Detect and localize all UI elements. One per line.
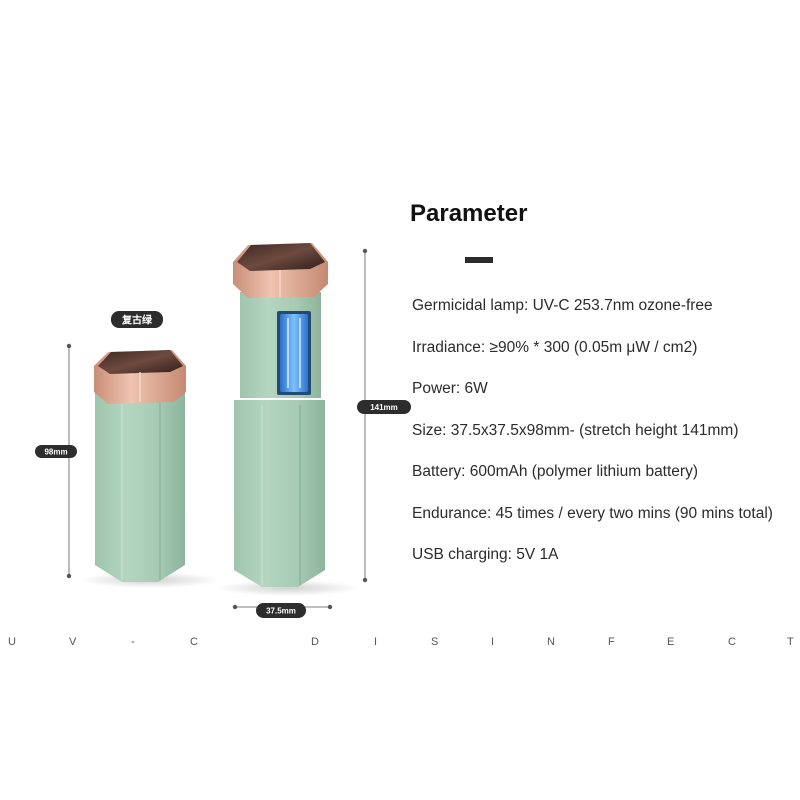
- dimension-stretch-height: 141mm: [357, 248, 411, 583]
- banner-letter: C: [728, 636, 736, 648]
- spec-item: Battery: 600mAh (polymer lithium battery…: [412, 463, 698, 480]
- title-underline: [465, 257, 493, 263]
- open-device-lower-body: [234, 400, 325, 587]
- spec-item: Power: 6W: [412, 380, 488, 397]
- stretch-height-label: 141mm: [370, 403, 398, 412]
- spec-item: USB charging: 5V 1A: [412, 546, 559, 563]
- spec-list: Germicidal lamp: UV-C 253.7nm ozone-free…: [412, 297, 773, 588]
- banner-letter: D: [311, 636, 319, 648]
- spec-item: Germicidal lamp: UV-C 253.7nm ozone-free: [412, 297, 713, 314]
- banner-letter: V: [69, 636, 77, 648]
- closed-height-label: 98mm: [44, 448, 67, 457]
- banner-letter: I: [374, 636, 378, 648]
- width-label: 37.5mm: [266, 607, 296, 616]
- open-device-cap-top: [237, 243, 325, 271]
- banner-letter: -: [131, 636, 135, 648]
- closed-device-cap-top: [98, 350, 183, 374]
- spec-item: Irradiance: ≥90% * 300 (0.05m μW / cm2): [412, 338, 698, 356]
- banner-letter: E: [667, 636, 675, 648]
- banner-letter: U: [8, 636, 16, 648]
- banner-letter: T: [787, 636, 794, 648]
- closed-device-body: [95, 392, 185, 582]
- banner-letter: C: [190, 636, 198, 648]
- closed-device: [94, 350, 186, 582]
- dimension-closed-height: 98mm: [35, 343, 77, 579]
- banner-letter: I: [491, 636, 495, 648]
- banner-letter: N: [547, 636, 555, 648]
- banner-letter: S: [431, 636, 439, 648]
- color-label-badge: 复古绿: [111, 311, 163, 328]
- uv-c-disinfect-banner: U V - C D I S I N F E C T: [0, 636, 800, 652]
- parameter-title: Parameter: [410, 200, 528, 227]
- dimension-width: 37.5mm: [232, 603, 333, 618]
- uv-tube-icon: [280, 314, 308, 392]
- spec-item: Size: 37.5x37.5x98mm- (stretch height 14…: [412, 421, 739, 439]
- spec-item: Endurance: 45 times / every two mins (90…: [412, 504, 773, 522]
- banner-letter: F: [608, 636, 615, 648]
- color-label-text: 复古绿: [121, 314, 153, 327]
- open-device: [233, 243, 328, 587]
- shadow-open-device: [216, 580, 360, 596]
